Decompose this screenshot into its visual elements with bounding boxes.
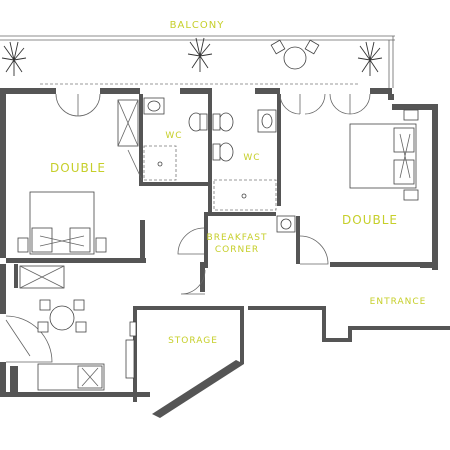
sink-icon — [257, 109, 277, 133]
plant-icon — [1, 41, 27, 76]
sink-icon — [276, 215, 296, 233]
label-storage: STORAGE — [168, 336, 218, 346]
sink-icon — [143, 97, 165, 115]
toilet-icon — [188, 112, 234, 162]
balcony-area — [0, 35, 395, 88]
table-icon — [270, 39, 320, 70]
label-entrance: ENTRANCE — [370, 297, 427, 307]
label-corner: CORNER — [215, 245, 259, 255]
label-breakfast: BREAKFAST — [207, 233, 268, 243]
label-double-left: DOUBLE — [50, 161, 106, 175]
walls — [0, 88, 450, 418]
shower-icon — [117, 99, 139, 147]
label-double-right: DOUBLE — [342, 213, 398, 227]
wardrobe — [125, 321, 137, 379]
bed-icon — [37, 363, 105, 391]
bed-icon — [349, 109, 419, 201]
label-wc-left: WC — [165, 131, 182, 141]
plant-icon — [357, 41, 383, 76]
plant-icon — [187, 37, 213, 72]
label-wc-right: WC — [243, 153, 260, 163]
bed-icon — [17, 191, 107, 255]
shower-icon — [213, 179, 277, 211]
table-icon — [37, 299, 87, 333]
shower-icon — [127, 145, 177, 181]
label-balcony: BALCONY — [170, 20, 225, 31]
wardrobe — [19, 265, 65, 289]
